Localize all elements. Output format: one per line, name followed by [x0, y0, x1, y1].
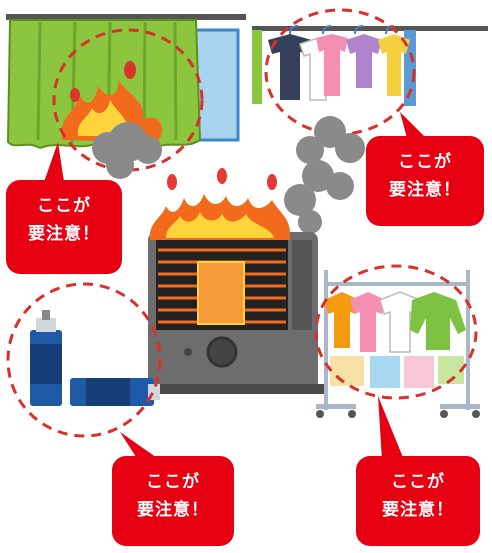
callout-text-curtain: ここが 要注意！ [6, 192, 122, 248]
callout-bubble-curtain [6, 142, 122, 274]
callout-text-spray-cans: ここが 要注意！ [112, 468, 234, 524]
spray-cans-illustration [30, 310, 160, 406]
callout-line1: ここが [391, 472, 445, 492]
hanging-laundry-illustration [252, 25, 488, 106]
callout-bubble-laundry-top [366, 112, 484, 226]
callout-bubble-laundry-rack [356, 396, 480, 546]
dashed-circle-laundry-rack [314, 264, 478, 400]
callout-line1: ここが [146, 472, 200, 492]
callout-line2: 要注意！ [382, 500, 454, 520]
callout-line2: 要注意！ [28, 224, 100, 244]
laundry-rack-illustration [316, 270, 480, 418]
dashed-circle-spray-cans [6, 282, 162, 438]
callout-text-laundry-rack: ここが 要注意！ [356, 468, 480, 524]
callout-line1: ここが [398, 152, 452, 172]
callout-line2: 要注意！ [389, 180, 461, 200]
dashed-circle-curtain [52, 28, 204, 172]
smoke-clouds [92, 116, 365, 234]
heater-top-fire [149, 168, 291, 240]
callout-text-laundry-top: ここが 要注意！ [366, 148, 484, 204]
callout-line1: ここが [37, 196, 91, 216]
kerosene-heater [140, 232, 326, 394]
callout-bubble-spray-cans [112, 432, 234, 546]
callout-line2: 要注意！ [137, 500, 209, 520]
